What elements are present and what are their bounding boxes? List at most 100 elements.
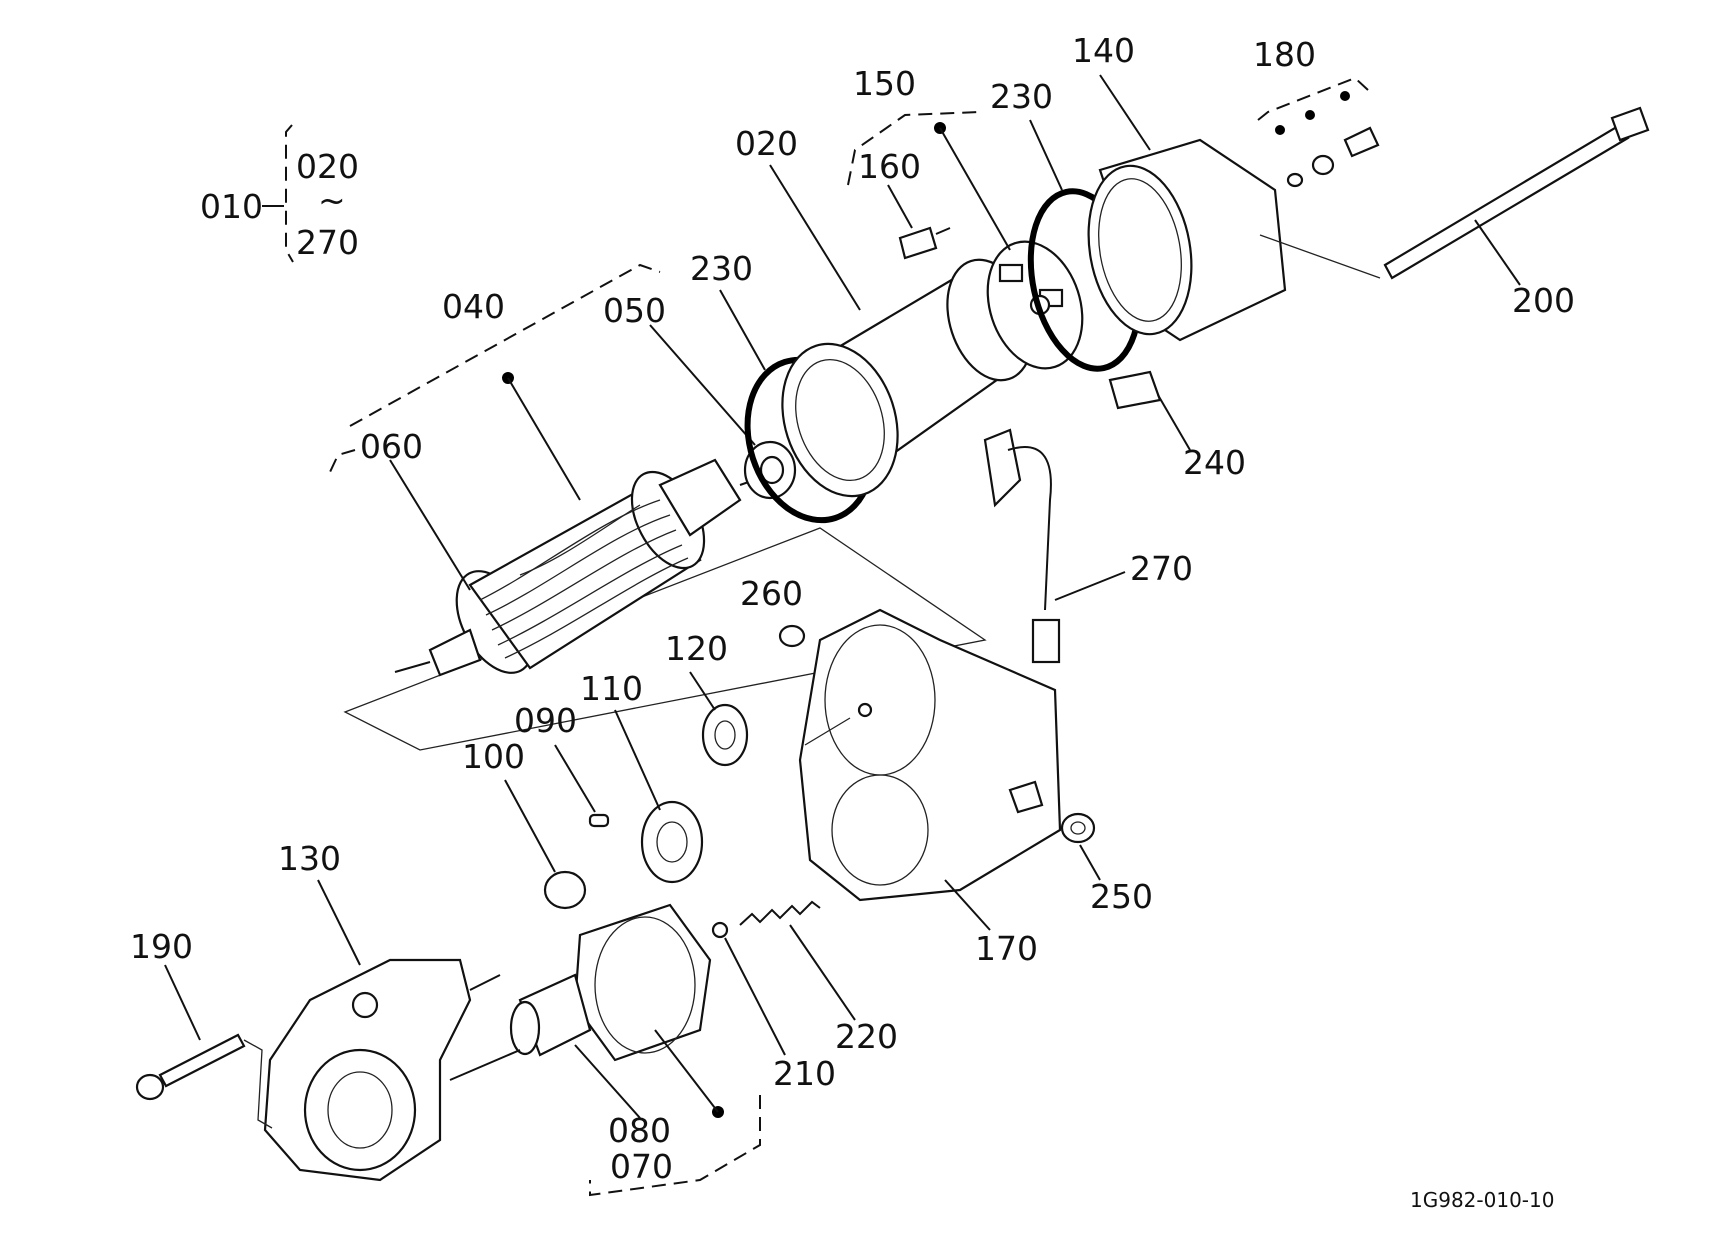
gear-120[interactable]: 120 <box>665 629 851 767</box>
armature-shaft-splined <box>428 628 482 677</box>
leader-020 <box>769 164 861 311</box>
callout-020-range[interactable]: 020 <box>296 147 359 186</box>
callout-070[interactable]: 070 <box>610 1147 673 1186</box>
part-160-pin <box>935 227 951 235</box>
leader-210 <box>724 937 786 1056</box>
nut-inner <box>1070 821 1086 835</box>
callout-010[interactable]: 010 <box>200 187 263 226</box>
callout-020[interactable]: 020 <box>735 124 798 163</box>
leader-100 <box>504 779 556 873</box>
spring-coil <box>739 900 821 926</box>
leader-140 <box>1099 74 1151 151</box>
leader-220 <box>789 924 856 1021</box>
leader-230-front <box>719 289 766 371</box>
gear-110-body <box>640 800 704 884</box>
screw-dot-3 <box>1340 91 1350 101</box>
leader-130 <box>317 879 361 966</box>
bolt-190[interactable]: 190 <box>130 927 273 1129</box>
callout-120[interactable]: 120 <box>665 629 728 668</box>
armature-windings <box>479 499 689 659</box>
clutch-group-bracket <box>589 1095 761 1197</box>
leader-090 <box>554 744 596 813</box>
callout-150[interactable]: 150 <box>853 64 916 103</box>
armature-outline-box <box>343 527 987 751</box>
callout-190[interactable]: 190 <box>130 927 193 966</box>
leader-070 <box>654 1029 719 1113</box>
callout-220[interactable]: 220 <box>835 1017 898 1056</box>
pin-090[interactable]: 090 <box>514 701 610 828</box>
callout-160[interactable]: 160 <box>858 147 921 186</box>
housing-130-boss <box>351 991 379 1019</box>
bolt-190-shank <box>158 1033 246 1088</box>
callout-270-range[interactable]: 270 <box>296 223 359 262</box>
gear-housing-170[interactable]: 170 <box>798 608 1062 968</box>
clutch-rim <box>594 916 696 1054</box>
callout-200[interactable]: 200 <box>1512 281 1575 320</box>
leader-170 <box>944 879 991 931</box>
yoke-inner <box>795 358 885 482</box>
callout-230-rear[interactable]: 230 <box>990 77 1053 116</box>
wire-connector <box>1031 618 1061 664</box>
spring-220[interactable]: 220 <box>739 900 898 1056</box>
leader-060 <box>389 459 471 591</box>
housing-130-flange <box>303 1048 417 1172</box>
lock-washer <box>1286 172 1304 188</box>
callout-040[interactable]: 040 <box>442 287 505 326</box>
armature-assembly[interactable]: 040 060 <box>329 263 987 751</box>
armature-group-bracket <box>329 263 661 473</box>
callout-230-front[interactable]: 230 <box>690 249 753 288</box>
callout-170[interactable]: 170 <box>975 929 1038 968</box>
callout-130[interactable]: 130 <box>278 839 341 878</box>
screw-group-bracket <box>1257 76 1369 121</box>
retainer-100[interactable]: 100 <box>462 737 587 910</box>
leader-080 <box>574 1044 641 1119</box>
armature-shaft-tip <box>394 661 431 673</box>
yoke-front-rim <box>781 342 899 498</box>
leader-160 <box>887 184 913 229</box>
gear-120-body <box>701 703 749 767</box>
screw-dot-1 <box>1275 125 1285 135</box>
housing-stud <box>1008 780 1044 814</box>
brush-holder-150[interactable]: 150 160 <box>847 64 1098 381</box>
leader-240 <box>1157 394 1191 451</box>
nut-250[interactable]: 250 <box>1060 812 1153 916</box>
callout-100[interactable]: 100 <box>462 737 525 776</box>
drive-housing-130[interactable]: 130 <box>263 839 521 1182</box>
leader-110 <box>614 709 661 811</box>
pinion-clutch-070[interactable]: 070 080 <box>509 903 761 1197</box>
leader-250 <box>1079 844 1101 881</box>
leader-270 <box>1054 571 1126 601</box>
callout-090[interactable]: 090 <box>514 701 577 740</box>
nut-outer <box>1060 812 1096 844</box>
brush-group-bracket <box>847 111 981 186</box>
end-cover-rim <box>1087 164 1193 336</box>
callout-270[interactable]: 270 <box>1130 549 1193 588</box>
screw-set-180[interactable]: 180 <box>1253 35 1380 188</box>
callout-110[interactable]: 110 <box>580 669 643 708</box>
end-cover-140[interactable]: 140 <box>1072 31 1287 342</box>
gear-120-shaft <box>804 717 851 746</box>
part-160 <box>898 226 938 260</box>
ball-210[interactable]: 210 <box>711 921 836 1093</box>
drawing-code: 1G982-010-10 <box>1410 1188 1554 1212</box>
retainer-260[interactable]: 260 <box>740 574 806 648</box>
callout-250[interactable]: 250 <box>1090 877 1153 916</box>
callout-140[interactable]: 140 <box>1072 31 1135 70</box>
bolt-190-head <box>135 1073 165 1101</box>
callout-050[interactable]: 050 <box>603 291 666 330</box>
bearing-050[interactable]: 050 <box>603 291 797 500</box>
callout-060[interactable]: 060 <box>360 427 423 466</box>
cap-body <box>1108 370 1162 410</box>
gear-110-hub <box>656 821 688 863</box>
gear-110[interactable]: 110 <box>580 669 704 884</box>
lead-wire-270[interactable]: 270 <box>1007 446 1193 664</box>
cap-240[interactable]: 240 <box>1108 370 1246 482</box>
callout-240[interactable]: 240 <box>1183 443 1246 482</box>
screw-dot-2 <box>1305 110 1315 120</box>
callout-210[interactable]: 210 <box>773 1054 836 1093</box>
callout-260[interactable]: 260 <box>740 574 803 613</box>
through-bolt-200[interactable]: 200 <box>1259 106 1650 320</box>
lead-wire <box>1007 446 1052 611</box>
callout-180[interactable]: 180 <box>1253 35 1316 74</box>
